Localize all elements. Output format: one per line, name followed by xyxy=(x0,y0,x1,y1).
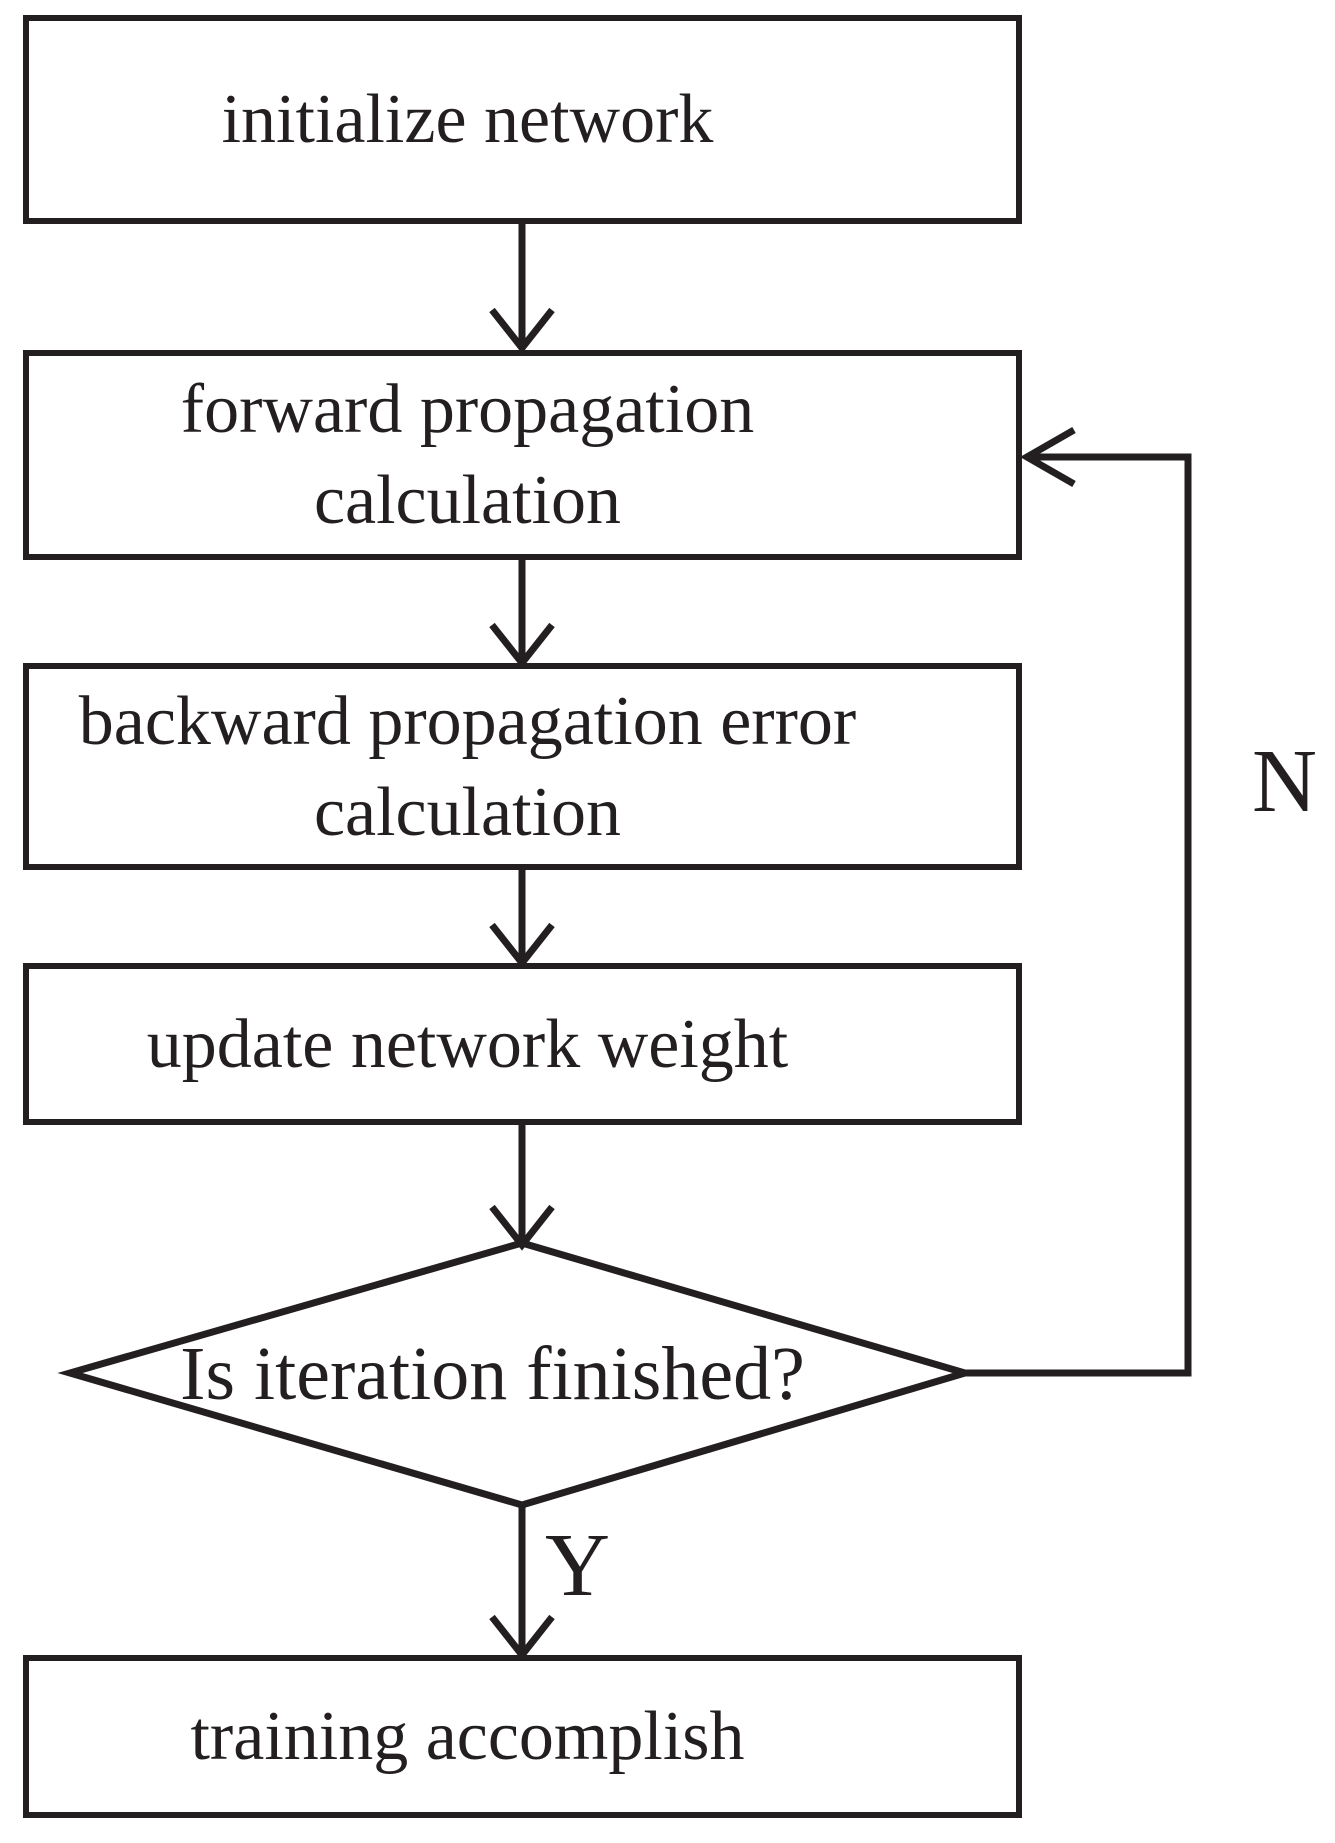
edge-label-no: N xyxy=(1252,732,1317,831)
arrow-backward-to-update xyxy=(489,870,555,969)
node-training-accomplish-label: training accomplish xyxy=(190,1698,745,1775)
node-decision-iteration-finished: Is iteration finished? xyxy=(70,1243,965,1505)
node-update-network-weight-label: update network weight xyxy=(146,1005,789,1083)
edge-label-yes: Y xyxy=(545,1516,610,1615)
arrow-decision-to-done xyxy=(489,1505,555,1661)
node-forward-propagation-calculation-label: forward propagation calculation xyxy=(180,371,755,539)
node-initialize-network-label: initialize network xyxy=(221,81,714,158)
node-backward-propagation-error-calculation: backward propagation error calculation xyxy=(23,663,1022,870)
node-initialize-network: initialize network xyxy=(23,15,1022,224)
arrow-update-to-decision xyxy=(489,1125,555,1251)
node-decision-label: Is iteration finished? xyxy=(180,1331,805,1416)
node-update-network-weight: update network weight xyxy=(23,963,1022,1125)
node-backward-propagation-error-calculation-label: backward propagation error calculation xyxy=(78,682,857,851)
node-forward-propagation-calculation: forward propagation calculation xyxy=(23,350,1022,560)
node-training-accomplish: training accomplish xyxy=(23,1655,1022,1818)
arrow-forward-to-backward xyxy=(489,560,555,669)
arrow-decision-to-forward-feedback xyxy=(965,426,1192,1377)
arrow-initialize-to-forward xyxy=(489,224,555,354)
